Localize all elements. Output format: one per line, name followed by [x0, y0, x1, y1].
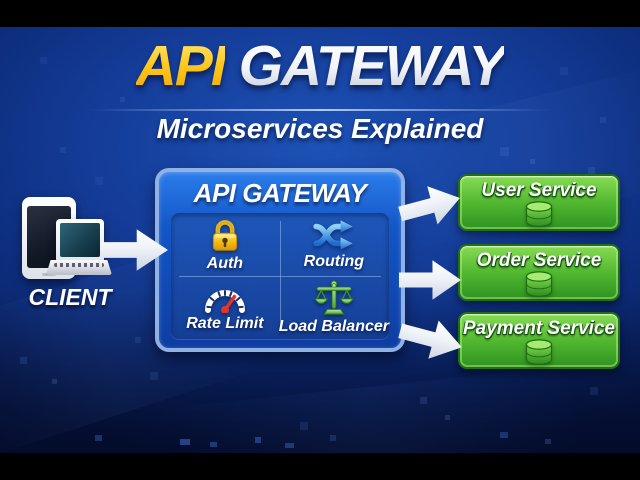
feature-auth-label: Auth	[206, 254, 244, 272]
api-gateway-box-title: API GATEWAY	[193, 178, 367, 208]
feature-rate-limit: Rate Limit	[171, 276, 279, 339]
payment-service-box: Payment Service	[458, 312, 620, 369]
order-service-label: Order Service	[476, 250, 602, 271]
order-service-box: Order Service	[458, 244, 620, 301]
database-icon	[523, 271, 555, 298]
laptop-base	[46, 260, 112, 275]
database-icon	[523, 201, 555, 228]
subtitle: Microservices Explained	[156, 113, 484, 144]
main-title-api: API	[135, 34, 227, 98]
api-gateway-box: API GATEWAY	[155, 168, 405, 352]
gateway-feature-panel: Auth	[171, 213, 389, 339]
digital-pixel-pattern	[20, 57, 616, 448]
panel-divider-horizontal	[179, 276, 381, 277]
laptop-keyboard	[53, 263, 105, 267]
feature-rate-limit-label: Rate Limit	[186, 314, 264, 332]
feature-auth: Auth	[171, 213, 279, 276]
feature-routing-label: Routing	[303, 252, 365, 270]
user-service-label: User Service	[481, 180, 597, 201]
title-divider-line	[90, 109, 550, 111]
payment-service-label: Payment Service	[462, 318, 616, 339]
laptop-screen	[60, 223, 100, 257]
bottom-letterbox-bar	[0, 453, 640, 480]
scales-icon	[313, 279, 355, 316]
user-service-box: User Service	[458, 174, 620, 231]
top-letterbox-bar	[0, 0, 640, 27]
feature-grid: Auth	[171, 213, 389, 339]
feature-load-balancer-label: Load Balancer	[278, 317, 389, 335]
feature-load-balancer: Load Balancer	[279, 276, 389, 339]
gauge-icon	[203, 283, 247, 314]
client-label: CLIENT	[28, 284, 112, 310]
feature-routing: Routing	[279, 213, 389, 276]
database-icon	[523, 339, 555, 366]
lock-icon	[207, 217, 243, 253]
laptop-icon	[56, 219, 104, 261]
main-title-gateway: GATEWAY	[238, 34, 507, 98]
shuffle-icon	[313, 219, 355, 251]
